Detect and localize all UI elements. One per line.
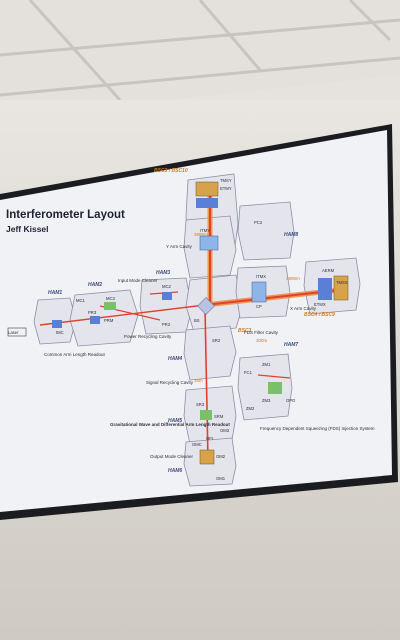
label-omc: OMC bbox=[192, 442, 202, 447]
ceiling-grid bbox=[0, 0, 400, 118]
label-ham8: HAM8 bbox=[284, 232, 298, 238]
monitor: Interferometer Layout Jeff Kissel bbox=[0, 124, 398, 520]
label-pr2: PR2 bbox=[162, 322, 171, 327]
imc-optic bbox=[52, 320, 62, 328]
label-tmsx: TMSX bbox=[336, 280, 348, 285]
label-zm2: ZM2 bbox=[246, 406, 255, 411]
label-x-arm: X Arm Cavity bbox=[290, 306, 317, 311]
optics bbox=[7, 181, 349, 465]
itmy-optic bbox=[199, 235, 219, 251]
label-ham3: HAM3 bbox=[156, 270, 170, 276]
label-fc1: FC1 bbox=[244, 370, 253, 375]
label-imc: IMC bbox=[56, 330, 64, 335]
label-ham4: HAM4 bbox=[168, 356, 182, 362]
label-y-arm: Y Arm Cavity bbox=[166, 244, 193, 249]
chamber-ham8 bbox=[237, 201, 295, 261]
label-signal-recycling: Signal Recycling Cavity bbox=[146, 380, 194, 385]
label-om2: OM2 bbox=[216, 454, 226, 459]
omc-optic bbox=[199, 449, 215, 465]
label-prm: PRM bbox=[104, 318, 114, 323]
label-cp: CP bbox=[256, 304, 262, 309]
label-power-recycling: Power Recycling Cavity bbox=[124, 334, 172, 339]
label-bsc-y: BSC3 / BSC10 bbox=[154, 168, 188, 174]
label-tmsy: TMSY bbox=[220, 178, 232, 183]
slide-author: Jeff Kissel bbox=[6, 224, 49, 234]
fds-beam bbox=[257, 374, 291, 379]
label-ham5: HAM5 bbox=[168, 418, 182, 424]
label-bsc-x: BSC4 / BSC9 bbox=[304, 312, 335, 318]
label-om3: OM3 bbox=[220, 428, 230, 433]
label-common-arm: Common Arm Length Readout bbox=[44, 352, 106, 357]
label-ham7: HAM7 bbox=[284, 342, 298, 348]
chamber-ham4 bbox=[183, 325, 237, 381]
label-etmy: ETMY bbox=[220, 186, 232, 191]
pr3-optic bbox=[90, 316, 100, 324]
label-output-mode-cleaner: Output Mode Cleaner bbox=[150, 454, 194, 459]
laser-box bbox=[7, 327, 27, 337]
label-ofi: OFI bbox=[206, 436, 213, 441]
label-sr2: SR2 bbox=[212, 338, 221, 343]
label-itmx: ITMX bbox=[256, 274, 266, 279]
label-bs: BS bbox=[194, 318, 200, 323]
etmy-optic bbox=[195, 181, 219, 197]
chamber-ham7 bbox=[237, 353, 293, 421]
label-ham1: HAM1 bbox=[48, 290, 62, 296]
srm-optic bbox=[200, 410, 212, 420]
input-beam bbox=[39, 304, 206, 326]
label-bsc3: BSC3 bbox=[238, 328, 252, 334]
label-zm1: ZM1 bbox=[262, 362, 271, 367]
chamber-ham2 bbox=[69, 289, 139, 347]
tmsy-optic bbox=[196, 198, 218, 208]
label-len-16m: 16m bbox=[194, 378, 203, 383]
label-etmx: ETMX bbox=[314, 302, 326, 307]
label-opo: OPO bbox=[286, 398, 296, 403]
label-pc2: PC2 bbox=[254, 220, 263, 225]
tmsx-optic bbox=[333, 275, 349, 301]
label-ham6: HAM6 bbox=[168, 468, 182, 474]
label-sr3: SR3 bbox=[196, 402, 205, 407]
bs-optic bbox=[197, 297, 215, 315]
label-itmy: ITMY bbox=[200, 228, 210, 233]
etmx-optic bbox=[318, 278, 332, 300]
label-len-300: 300m bbox=[256, 338, 268, 343]
label-om1: OM1 bbox=[216, 476, 226, 481]
label-gw-readout: Gravitational Wave and Differential Arm … bbox=[110, 422, 230, 427]
label-aerm: AERM bbox=[322, 268, 335, 273]
label-mc1: MC1 bbox=[76, 298, 86, 303]
itmx-optic bbox=[251, 281, 267, 303]
opo-optic bbox=[268, 382, 282, 394]
mc2-optic bbox=[162, 292, 172, 300]
prm-optic bbox=[104, 302, 116, 310]
label-input-mode-cleaner: Input Mode Cleaner bbox=[118, 278, 158, 283]
label-mc2: MC2 bbox=[162, 284, 172, 289]
label-pr3: PR3 bbox=[88, 310, 97, 315]
label-fds-system: Frequency Dependent Squeezing (FDS) Inje… bbox=[260, 426, 375, 431]
label-len-3995-x: 3995m bbox=[286, 276, 300, 281]
label-laser: Laser bbox=[8, 330, 19, 335]
label-mc3: MC3 bbox=[106, 296, 116, 301]
signal-beam bbox=[204, 307, 209, 461]
label-srm: SRM bbox=[214, 414, 224, 419]
label-ham2: HAM2 bbox=[88, 282, 102, 288]
label-len-3995-y: 3995m bbox=[194, 232, 208, 237]
x-arm-core bbox=[204, 289, 341, 306]
label-fds-filter: FDS Filter Cavity bbox=[244, 330, 279, 335]
slide-title: Interferometer Layout bbox=[6, 209, 125, 221]
label-zm3: ZM3 bbox=[262, 398, 271, 403]
